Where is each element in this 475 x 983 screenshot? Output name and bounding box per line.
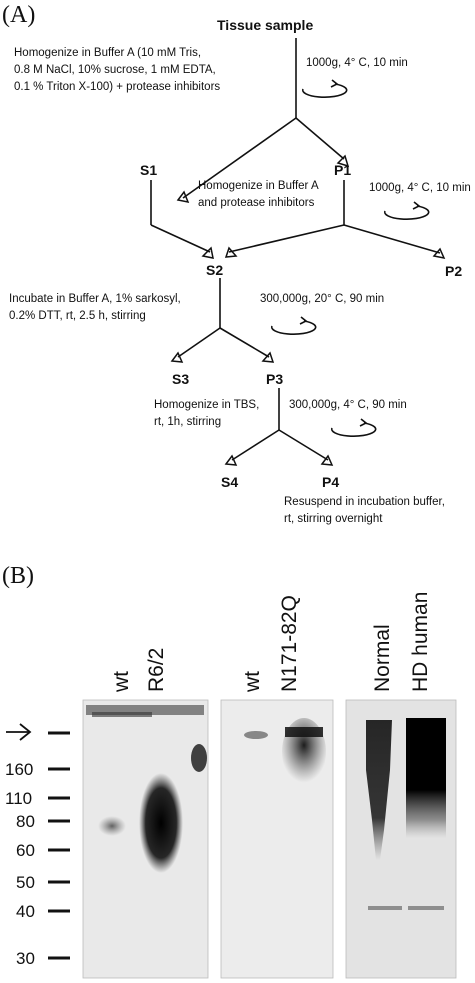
connector xyxy=(295,117,345,160)
arrowhead xyxy=(170,351,184,363)
step-line: 0.2% DTT, rt, 2.5 h, stirring xyxy=(9,310,146,322)
step-line: Homogenize in Buffer A (10 mM Tris, xyxy=(14,47,201,59)
arrowhead xyxy=(176,190,190,204)
band-aggregate-smear xyxy=(139,773,183,873)
step-line: 0.1 % Triton X-100) + protease inhibitor… xyxy=(14,81,220,93)
connector xyxy=(231,429,280,461)
mw-marker-label: 160 xyxy=(5,760,33,779)
step-3-text: Incubate in Buffer A, 1% sarkosyl, 0.2% … xyxy=(9,293,181,322)
panel-b-label: (B) xyxy=(2,563,34,589)
lane-label-r62: R6/2 xyxy=(145,648,168,692)
step-4-text: Homogenize in TBS, rt, 1h, stirring xyxy=(154,399,259,428)
step-5-text: Resuspend in incubation buffer, rt, stir… xyxy=(284,496,445,525)
lane-label-hd-human: HD human xyxy=(409,592,432,692)
band xyxy=(368,906,402,910)
lane-label-n171: N171-82Q xyxy=(278,595,301,692)
well-band xyxy=(92,712,152,717)
band xyxy=(244,731,268,739)
arrowhead xyxy=(336,154,350,168)
arrowhead xyxy=(320,454,334,466)
step-line: rt, 1h, stirring xyxy=(154,416,221,428)
well-band xyxy=(86,705,204,715)
arrowhead xyxy=(261,351,275,363)
step-line: 0.8 M NaCl, 10% sucrose, 1 mM EDTA, xyxy=(14,64,216,76)
step-2-text: Homogenize in Buffer A and protease inhi… xyxy=(198,180,319,209)
step-line: Incubate in Buffer A, 1% sarkosyl, xyxy=(9,293,181,305)
spin-2-condition: 1000g, 4° C, 10 min xyxy=(369,182,471,194)
blot-artifact xyxy=(191,744,207,772)
step-line: Homogenize in TBS, xyxy=(154,399,259,411)
node-tissue-sample: Tissue sample xyxy=(217,17,313,33)
mw-markers: 160 110 80 60 50 40 30 xyxy=(5,760,70,968)
band-aggregate-smear xyxy=(406,718,446,838)
mw-marker-label: 80 xyxy=(16,812,35,831)
mw-marker-label: 40 xyxy=(16,902,35,921)
node-p2: P2 xyxy=(445,263,462,279)
step-1-text: Homogenize in Buffer A (10 mM Tris, 0.8 … xyxy=(14,47,220,93)
lane-label-normal: Normal xyxy=(371,624,394,692)
rotation-icon xyxy=(301,79,348,98)
lane-label-wt-1: wt xyxy=(110,671,133,693)
mw-marker-label: 110 xyxy=(5,789,32,808)
connector xyxy=(177,327,221,358)
band xyxy=(408,906,444,910)
spin-3-condition: 300,000g, 20° C, 90 min xyxy=(260,293,384,305)
blot-3 xyxy=(345,699,457,979)
step-line: and protease inhibitors xyxy=(198,197,315,209)
well-arrow-icon xyxy=(6,723,32,741)
connector xyxy=(219,327,270,358)
node-s3: S3 xyxy=(172,371,189,387)
connector xyxy=(228,224,345,253)
mw-marker-label: 30 xyxy=(16,949,35,968)
node-s1: S1 xyxy=(140,162,157,178)
mw-marker-label: 60 xyxy=(16,841,35,860)
panel-a-label: (A) xyxy=(2,2,35,28)
blot-2 xyxy=(220,699,334,979)
connector xyxy=(343,224,441,254)
step-line: Homogenize in Buffer A xyxy=(198,180,319,192)
connector xyxy=(150,224,211,253)
spin-4-condition: 300,000g, 4° C, 90 min xyxy=(289,399,407,411)
band xyxy=(98,816,126,836)
arrowhead xyxy=(224,246,238,258)
arrowhead xyxy=(432,247,446,260)
blot-1 xyxy=(82,699,209,979)
lane-label-wt-2: wt xyxy=(241,671,264,693)
node-s2: S2 xyxy=(206,262,223,278)
node-p3: P3 xyxy=(266,371,283,387)
arrowheads xyxy=(170,154,446,466)
rotation-icon xyxy=(330,418,377,437)
node-s4: S4 xyxy=(221,474,238,490)
flow-tree xyxy=(150,38,441,461)
rotation-icon xyxy=(270,316,317,335)
node-p4: P4 xyxy=(322,474,339,490)
connector xyxy=(278,429,329,461)
node-p1: P1 xyxy=(334,162,351,178)
step-line: Resuspend in incubation buffer, xyxy=(284,496,445,508)
mw-marker-label: 50 xyxy=(16,873,35,892)
connector xyxy=(182,117,297,199)
band xyxy=(285,727,323,737)
arrowhead xyxy=(201,246,214,259)
arrowhead xyxy=(224,454,238,466)
rotation-icon xyxy=(383,201,430,220)
spin-1-condition: 1000g, 4° C, 10 min xyxy=(306,57,408,69)
band-smear-normal xyxy=(366,720,392,860)
step-line: rt, stirring overnight xyxy=(284,513,383,525)
